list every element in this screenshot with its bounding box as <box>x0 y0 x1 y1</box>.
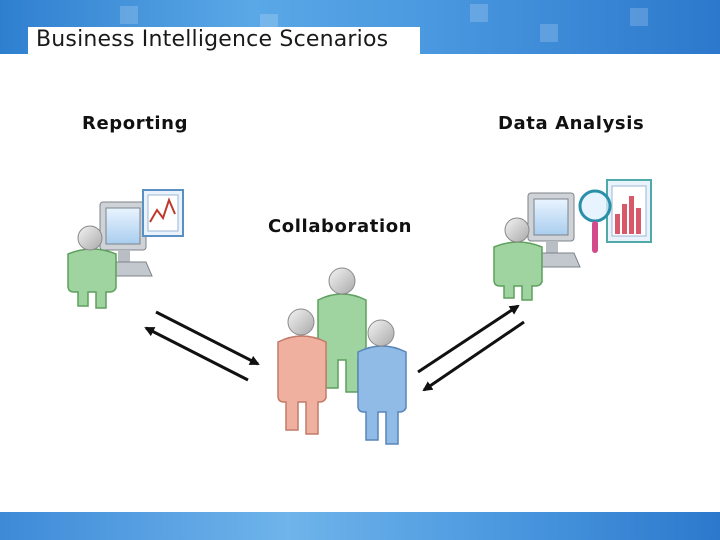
analysis-person-icon <box>493 217 543 301</box>
line-chart-icon <box>142 189 184 237</box>
collaboration-person-blue-icon <box>357 319 407 445</box>
slide-title: Business Intelligence Scenarios <box>36 27 389 52</box>
collaboration-person-pink-icon <box>277 308 327 435</box>
collaboration-label: Collaboration <box>268 216 413 237</box>
data-analysis-label: Data Analysis <box>498 113 645 134</box>
title-plate <box>28 27 420 54</box>
right-double-arrow <box>417 304 525 392</box>
magnifying-glass-icon <box>578 189 612 253</box>
left-double-arrow <box>144 310 260 382</box>
bar-chart-icon <box>606 179 652 243</box>
reporting-label: Reporting <box>82 113 189 134</box>
footer-banner <box>0 512 720 540</box>
analysis-computer-icon <box>525 192 581 268</box>
reporting-person-icon <box>67 225 117 309</box>
